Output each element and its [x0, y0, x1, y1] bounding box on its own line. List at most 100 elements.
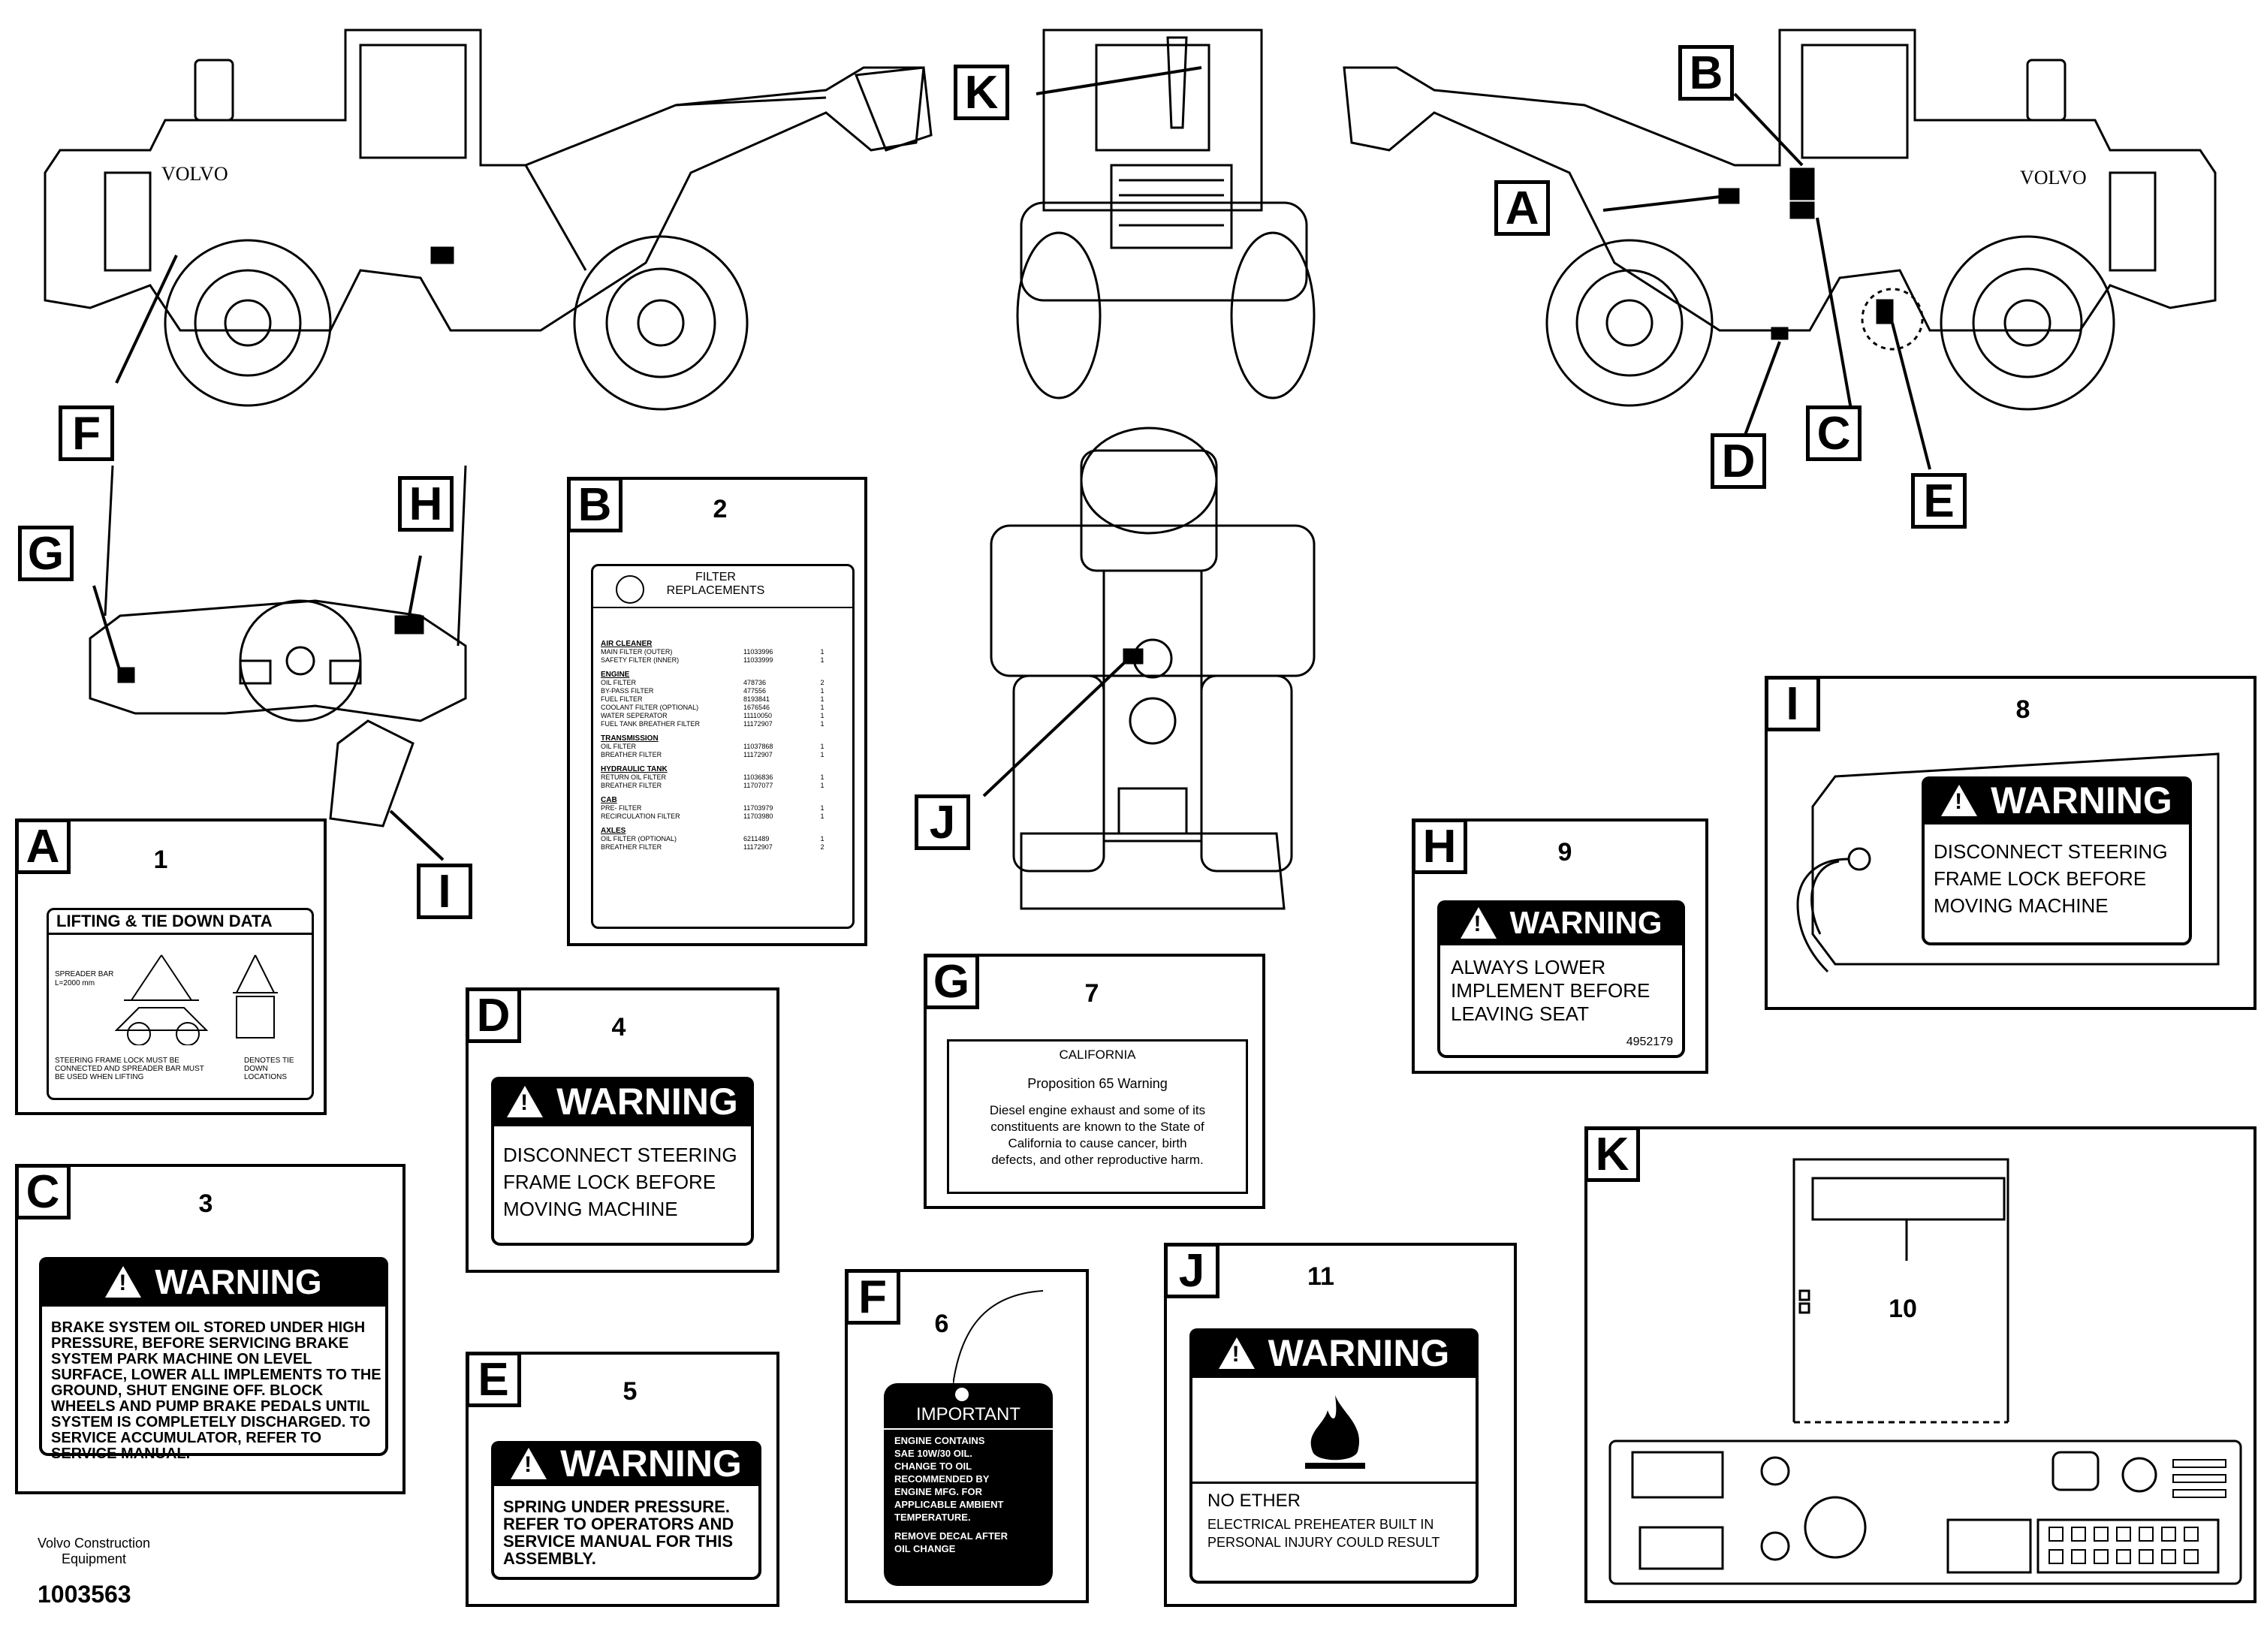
filter-cell: FUEL TANK BREATHER FILTER	[601, 720, 701, 728]
prop65-subtitle: Proposition 65 Warning	[1027, 1076, 1168, 1091]
decal-part-number: 4952179	[1626, 1036, 1673, 1048]
filter-group-name: AXLES	[601, 827, 626, 835]
cab-interior-view	[89, 465, 467, 828]
filter-cell: 1	[820, 712, 825, 719]
panel-letter: C	[15, 1164, 71, 1219]
decal-number: 8	[2015, 695, 2030, 724]
filter-cell: 11172907	[743, 843, 773, 851]
filter-cell: 1	[820, 648, 825, 656]
callout-k: K	[954, 65, 1009, 120]
warning-triangle-icon: !	[1460, 907, 1497, 939]
lifting-note: STEERING FRAME LOCK MUST BE CONNECTED AN…	[55, 1057, 204, 1081]
warning-triangle-icon: !	[105, 1266, 142, 1298]
filter-cell: 1	[820, 656, 825, 664]
filter-cell: 11172907	[743, 751, 773, 758]
callout-b: B	[1678, 45, 1734, 101]
filter-cell: 8193841	[743, 695, 770, 703]
filter-row: OIL FILTER (OPTIONAL) 6211489 1	[601, 835, 845, 843]
filter-cell: 2	[820, 679, 825, 686]
decal-number: 11	[1307, 1262, 1334, 1291]
filter-cell: 1	[820, 835, 825, 843]
filter-cell: 6211489	[743, 835, 770, 843]
panel-letter: B	[567, 477, 623, 532]
loader-top-view	[990, 427, 1316, 910]
filter-cell: 1	[820, 782, 825, 789]
filter-cell: SAFETY FILTER (INNER)	[601, 656, 680, 664]
decal-number: 9	[1557, 838, 1572, 867]
filter-cell: BREATHER FILTER	[601, 751, 662, 758]
warning-header: !WARNING	[1437, 900, 1685, 945]
tag-header: IMPORTANT	[915, 1404, 1021, 1424]
panel-letter: K	[1584, 1126, 1640, 1182]
filter-cell: MAIN FILTER (OUTER)	[601, 648, 673, 656]
panel-letter: D	[466, 987, 521, 1043]
decal-number: 3	[198, 1189, 213, 1218]
filter-cell: 1	[820, 743, 825, 750]
filter-title: FILTER REPLACEMENTS	[666, 571, 765, 597]
prop65-title: CALIFORNIA	[1059, 1048, 1136, 1062]
decal-number: 1	[153, 846, 168, 874]
panel-letter: I	[1765, 676, 1820, 731]
filter-cell: 11037868	[743, 743, 773, 750]
warning-triangle-icon: !	[1218, 1337, 1255, 1369]
filter-cell: RETURN OIL FILTER	[601, 773, 667, 781]
warning-triangle-icon: !	[1941, 785, 1978, 816]
filter-cell: 11033996	[743, 648, 773, 656]
filter-cell: OIL FILTER	[601, 743, 637, 750]
spreader-label: SPREADER BAR	[55, 970, 114, 978]
callout-a: A	[1494, 180, 1550, 236]
filter-group-name: CAB	[601, 796, 617, 804]
filter-cell: 11703979	[743, 804, 773, 812]
warning-header: !WARNING	[491, 1441, 761, 1486]
decal-number: 5	[623, 1377, 638, 1406]
filter-cell: 1	[820, 687, 825, 695]
loader-right-side-view	[1343, 29, 2217, 411]
panel-letter: A	[15, 818, 71, 874]
tie-down-note: DENOTES TIE DOWN LOCATIONS	[244, 1057, 294, 1081]
decal-panel-a: A 1 LIFTING & TIE DOWN DATA SPREADER BAR…	[15, 818, 327, 1115]
callout-e: E	[1911, 473, 1967, 529]
filter-cell: BREATHER FILTER	[601, 843, 662, 851]
filter-group-name: ENGINE	[601, 671, 630, 679]
filter-cell: 11172907	[743, 720, 773, 728]
panel-letter: E	[466, 1352, 521, 1407]
warning-decal: !WARNING NO ETHER ELECTRICAL PREHEATER B…	[1189, 1328, 1479, 1584]
warning-triangle-icon: !	[511, 1448, 547, 1479]
filter-cell: PRE- FILTER	[601, 804, 642, 812]
warning-decal: !WARNING BRAKE SYSTEM OIL STORED UNDER H…	[39, 1257, 388, 1462]
warning-header: !WARNING	[491, 1077, 754, 1126]
lifting-decal: LIFTING & TIE DOWN DATA SPREADER BAR L=2…	[47, 908, 314, 1100]
decal-panel-e: E 5 !WARNING SPRING UNDER PRESSURE.REFER…	[466, 1352, 779, 1607]
drawing-number: 1003563	[38, 1581, 131, 1608]
decal-panel-k: K 10	[1584, 1126, 2256, 1603]
filter-cell: RECIRCULATION FILTER	[601, 812, 680, 820]
warning-decal: !WARNING SPRING UNDER PRESSURE.REFER TO …	[491, 1441, 761, 1580]
decal-number: 4	[611, 1013, 626, 1042]
filter-cell: OIL FILTER	[601, 679, 637, 686]
brand-label-right: VOLVO	[2020, 167, 2087, 188]
warning-tag-outline	[1796, 752, 2220, 973]
warning-header: !WARNING	[1189, 1328, 1479, 1378]
filter-cell: OIL FILTER (OPTIONAL)	[601, 835, 677, 843]
warning-triangle-icon: !	[507, 1086, 544, 1117]
